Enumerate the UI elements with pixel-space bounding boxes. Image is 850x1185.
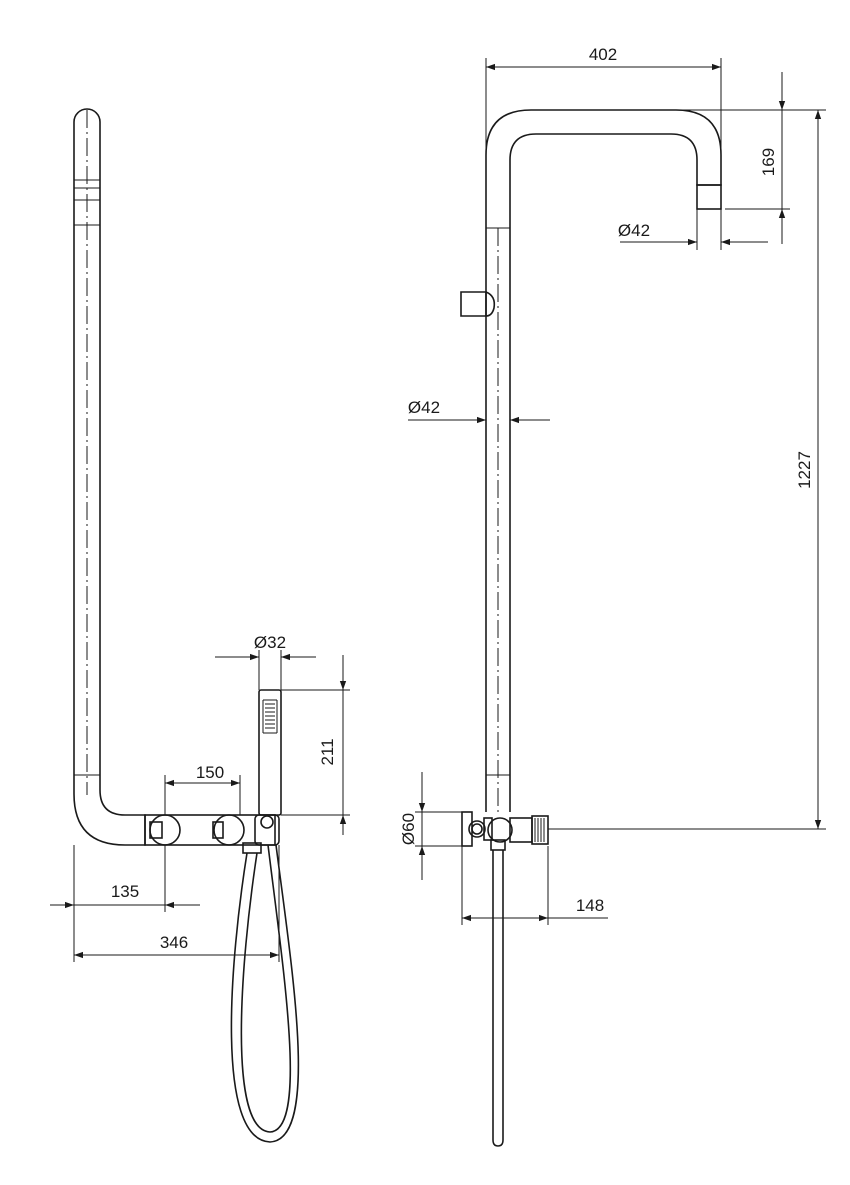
dim-pipe-offset: 135 xyxy=(111,882,139,901)
front-mixer-body xyxy=(509,817,533,843)
dim-total-depth: 346 xyxy=(160,933,188,952)
dim-mixer-width: 148 xyxy=(576,896,604,915)
dim-knob-diameter: Ø60 xyxy=(399,813,418,845)
front-mixer-knob-cap xyxy=(461,811,473,847)
front-hose xyxy=(492,850,504,1147)
side-hand-shower xyxy=(258,689,282,816)
side-valve-knob-1 xyxy=(149,814,181,846)
side-mixer-body xyxy=(144,814,276,846)
dim-head-diameter: Ø42 xyxy=(618,221,650,240)
front-mixer-knob xyxy=(487,817,513,843)
dim-arm-projection: 402 xyxy=(589,45,617,64)
side-column-pipe xyxy=(73,108,146,846)
front-view: 402 169 Ø42 Ø42 1227 Ø60 148 xyxy=(399,45,826,1147)
dim-pipe-diameter: Ø42 xyxy=(408,398,440,417)
side-shower-hose xyxy=(230,844,300,1143)
dim-column-height: 1227 xyxy=(795,451,814,489)
side-view: Ø32 211 150 135 346 xyxy=(50,108,350,1143)
dim-valve-spacing: 150 xyxy=(196,763,224,782)
front-column-and-arm xyxy=(485,109,722,812)
dim-hand-shower-height: 211 xyxy=(318,738,337,765)
front-shower-head xyxy=(696,184,722,210)
side-valve-knob-2 xyxy=(213,814,245,846)
front-column-holder xyxy=(460,291,496,317)
dim-hand-shower-diameter: Ø32 xyxy=(254,633,286,652)
dim-arm-drop: 169 xyxy=(759,148,778,176)
